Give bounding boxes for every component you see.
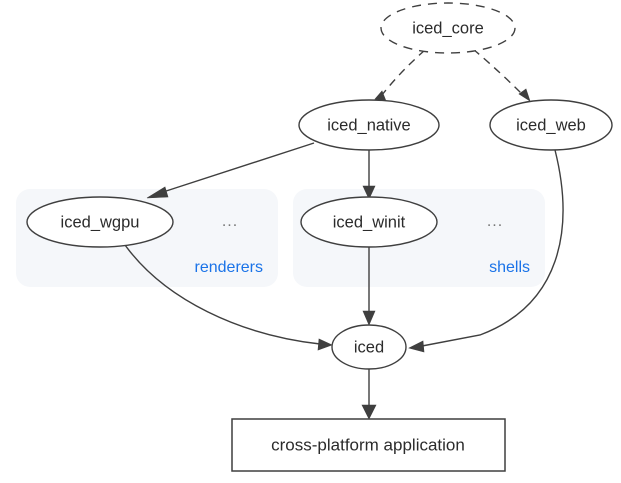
cluster-renderers-ellipsis: ...	[222, 213, 238, 230]
node-application-label: cross-platform application	[271, 435, 465, 454]
node-iced-shape[interactable]	[331, 324, 407, 370]
node-application-shape[interactable]	[231, 418, 506, 472]
cluster-shells-ellipsis: ...	[487, 213, 503, 230]
node-iced-web-label: iced_web	[516, 116, 586, 134]
edge-iced-core-to-iced-native	[374, 49, 426, 102]
node-iced-winit-shape[interactable]	[300, 196, 438, 248]
arrow-head-icon	[362, 310, 376, 326]
edge-iced-native-to-iced-winit	[362, 150, 376, 200]
node-iced-label: iced	[354, 338, 384, 356]
node-iced-winit[interactable]: iced_winit	[300, 196, 438, 248]
node-iced-wgpu-shape[interactable]	[26, 196, 174, 248]
node-iced-core-label: iced_core	[412, 19, 484, 37]
cluster-renderers-label: renderers	[195, 259, 263, 276]
edge-iced-wgpu-to-iced	[124, 244, 333, 351]
node-iced-winit-label: iced_winit	[333, 213, 406, 231]
node-iced-native-label: iced_native	[327, 116, 410, 134]
edge-iced-core-to-iced-web	[472, 48, 531, 102]
arrow-head-icon	[362, 185, 376, 200]
edge-path	[472, 48, 524, 96]
node-iced-wgpu-label: iced_wgpu	[61, 213, 140, 231]
arrow-head-icon	[518, 88, 531, 102]
edge-iced-native-to-iced-wgpu	[146, 142, 315, 199]
edge-path	[124, 244, 321, 345]
cluster-shells-label: shells	[489, 259, 530, 276]
edge-path	[421, 149, 564, 347]
node-iced[interactable]: iced	[331, 324, 407, 370]
edge-iced-winit-to-iced	[362, 247, 376, 326]
edge-iced-web-to-iced	[408, 149, 564, 353]
edge-iced-to-application	[361, 369, 377, 420]
node-iced-web[interactable]: iced_web	[489, 99, 613, 151]
node-iced-wgpu[interactable]: iced_wgpu	[26, 196, 174, 248]
edge-path	[381, 49, 426, 96]
node-iced-core-shape[interactable]	[380, 2, 516, 54]
node-iced-web-shape[interactable]	[489, 99, 613, 151]
node-iced-core[interactable]: iced_core	[380, 2, 516, 54]
node-iced-native-shape[interactable]	[298, 99, 440, 151]
arrow-head-icon	[361, 404, 377, 420]
arrow-head-icon	[317, 338, 333, 351]
arrow-head-icon	[146, 186, 169, 199]
edge-path	[159, 142, 315, 194]
node-application[interactable]: cross-platform application	[231, 418, 506, 472]
arrow-head-icon	[408, 340, 425, 353]
node-iced-native[interactable]: iced_native	[298, 99, 440, 151]
